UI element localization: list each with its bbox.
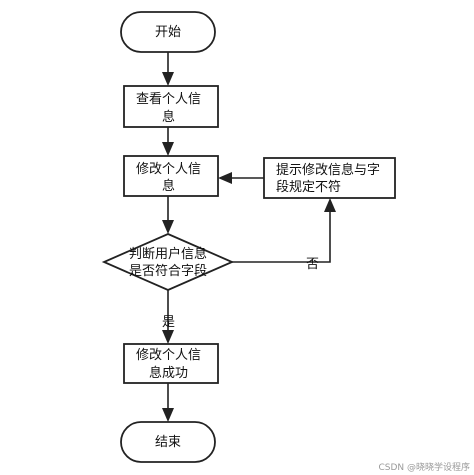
prompt-node: 提示修改信息与字 段规定不符 [263,157,396,199]
edit-info-label-line2: 息 [162,178,175,194]
end-node-label: 结束 [155,435,181,450]
edit-info-node: 修改个人信 息 [123,155,219,197]
edge-view-to-edit [162,127,174,156]
edge-success-to-end [162,383,174,422]
prompt-label-line1: 提示修改信息与字 [276,162,380,178]
edge-prompt-to-edit [218,172,264,184]
edit-info-label-line1: 修改个人信 [136,162,201,177]
prompt-label-line2: 段规定不符 [276,179,341,195]
edge-edit-to-decision [162,196,174,234]
watermark-text: CSDN @晓晓学设程序 [378,461,470,473]
success-label-line1: 修改个人信 [136,348,201,363]
edge-decision-to-prompt [232,198,336,263]
start-node-label: 开始 [155,25,181,40]
edge-decision-to-success [162,290,174,344]
success-label-line2: 息成功 [149,365,188,381]
decision-label-line2: 是否符合字段 [129,263,207,279]
end-node: 结束 [120,421,216,463]
view-info-label-line2: 息 [162,109,175,125]
edge-label-no: 否 [306,257,319,272]
decision-node: 判断用户信息 是否符合字段 [101,233,235,291]
view-info-label-line1: 查看个人信 [136,91,201,107]
edge-label-yes: 是 [162,315,175,330]
success-node: 修改个人信 息成功 [123,343,219,384]
edge-start-to-view [162,52,174,86]
start-node: 开始 [120,11,216,53]
decision-label-line1: 判断用户信息 [129,246,207,262]
view-info-node: 查看个人信 息 [123,85,219,128]
